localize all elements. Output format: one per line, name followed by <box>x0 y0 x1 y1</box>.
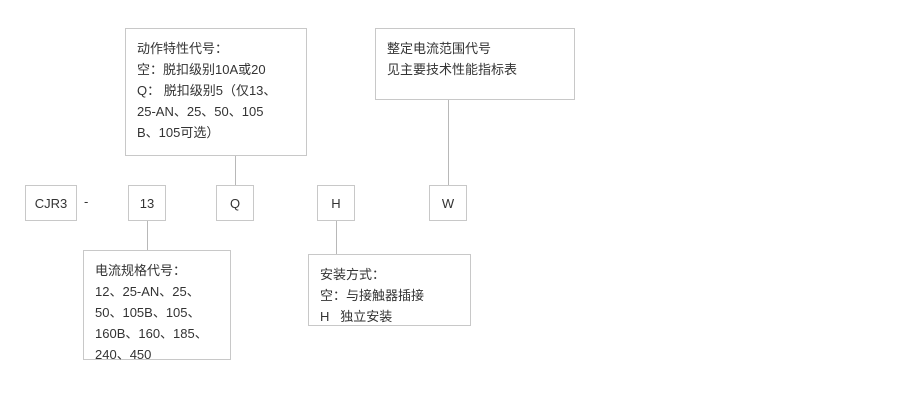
code-box-current-rating: 13 <box>128 185 166 221</box>
connector-mounting <box>336 221 337 254</box>
note-action-characteristic: 动作特性代号： 空：脱扣级别10A或20 Q： 脱扣级别5（仅13、 25-AN… <box>125 28 307 156</box>
connector-current-rating-vertical <box>147 221 148 250</box>
code-box-mounting: H <box>317 185 355 221</box>
code-box-series: CJR3 <box>25 185 77 221</box>
note-mounting: 安装方式： 空：与接触器插接 H 独立安装 <box>308 254 471 326</box>
connector-current-range <box>448 100 449 186</box>
note-current-rating: 电流规格代号： 12、25-AN、25、 50、105B、105、 160B、1… <box>83 250 231 362</box>
code-separator-dash: - <box>84 194 89 209</box>
code-box-action-characteristic: Q <box>216 185 254 221</box>
connector-action-characteristic <box>235 156 236 186</box>
note-current-range: 整定电流范围代号 见主要技术性能指标表 <box>375 28 575 100</box>
code-box-current-range: W <box>429 185 467 221</box>
